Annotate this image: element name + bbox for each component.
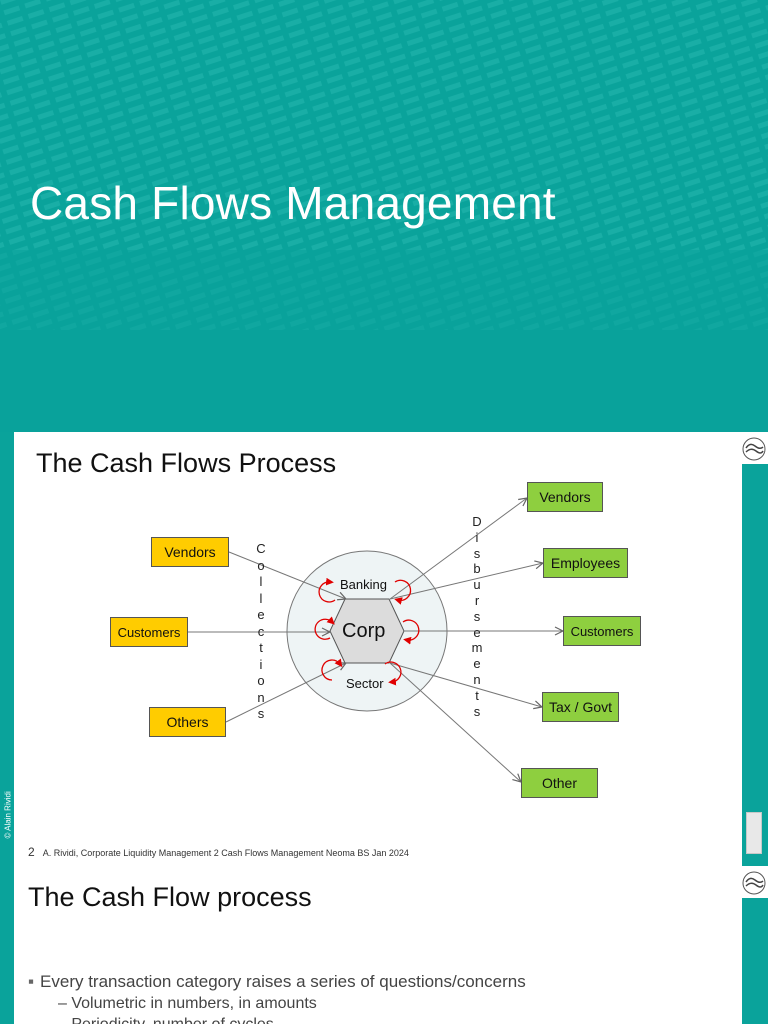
right-accent-bar (742, 464, 768, 866)
school-logo-icon (742, 437, 766, 461)
sub-bullet-item: – Periodicity, number of cycles (58, 1016, 274, 1024)
bullet-icon: ▪ (28, 972, 35, 991)
loop-arrow-left (314, 616, 335, 640)
destination-vendors: Vendors (527, 482, 603, 512)
cash-flow-diagram (188, 432, 768, 866)
source-customers: Customers (110, 617, 188, 647)
flow-vendors-in (228, 551, 346, 599)
slide-title: The Cash Flows Process (36, 448, 337, 478)
destination-tax-govt: Tax / Govt (542, 692, 619, 722)
source-others: Others (149, 707, 226, 737)
flow-vendors-out (389, 498, 527, 600)
sub-bullet-item: – Volumetric in numbers, in amounts (58, 995, 317, 1012)
destination-other: Other (521, 768, 598, 798)
disbursements-vertical-text: D i s b u r s e m e n t s (471, 514, 483, 719)
slide-title: The Cash Flow process (28, 882, 312, 912)
bullet-item: ▪Every transaction category raises a ser… (28, 972, 526, 991)
collections-vertical-text: C o l l e c t i o n s (256, 541, 266, 721)
slide-title: Cash Flows Management (30, 177, 556, 229)
flow-tax-out (389, 662, 542, 707)
left-accent-bar (0, 866, 14, 1024)
banking-label: Banking (340, 577, 387, 592)
loop-arrow-bottom-right (384, 661, 402, 686)
destination-employees: Employees (543, 548, 628, 578)
qr-code-icon (746, 812, 762, 854)
destination-customers: Customers (563, 616, 641, 646)
page-number: 2 (28, 845, 35, 859)
flow-others-in (225, 663, 346, 723)
flow-employees-out (389, 563, 543, 600)
right-accent-bar (742, 898, 768, 1024)
loop-arrow-right (402, 619, 420, 645)
flow-other-out (389, 662, 521, 782)
left-accent-bar (0, 432, 14, 866)
loop-arrow-top-left (318, 577, 336, 603)
loop-arrow-top-right (394, 579, 412, 605)
footer-text: A. Rividi, Corporate Liquidity Managemen… (42, 848, 409, 858)
decorative-pattern (0, 0, 768, 432)
cash-flow-process-slide: The Cash Flow process ▪Every transaction… (0, 866, 768, 1024)
title-slide: Cash Flows Management (0, 0, 768, 432)
loop-arrow-bottom-left (321, 658, 343, 681)
corp-label: Corp (342, 620, 386, 642)
cash-flows-process-slide: © Alain Rividi The Cash Flows Process (0, 432, 768, 866)
school-logo-icon (742, 871, 766, 895)
slide-footer: 2 A. Rividi, Corporate Liquidity Managem… (28, 845, 409, 859)
sector-label: Sector (346, 676, 384, 691)
source-vendors: Vendors (151, 537, 229, 567)
